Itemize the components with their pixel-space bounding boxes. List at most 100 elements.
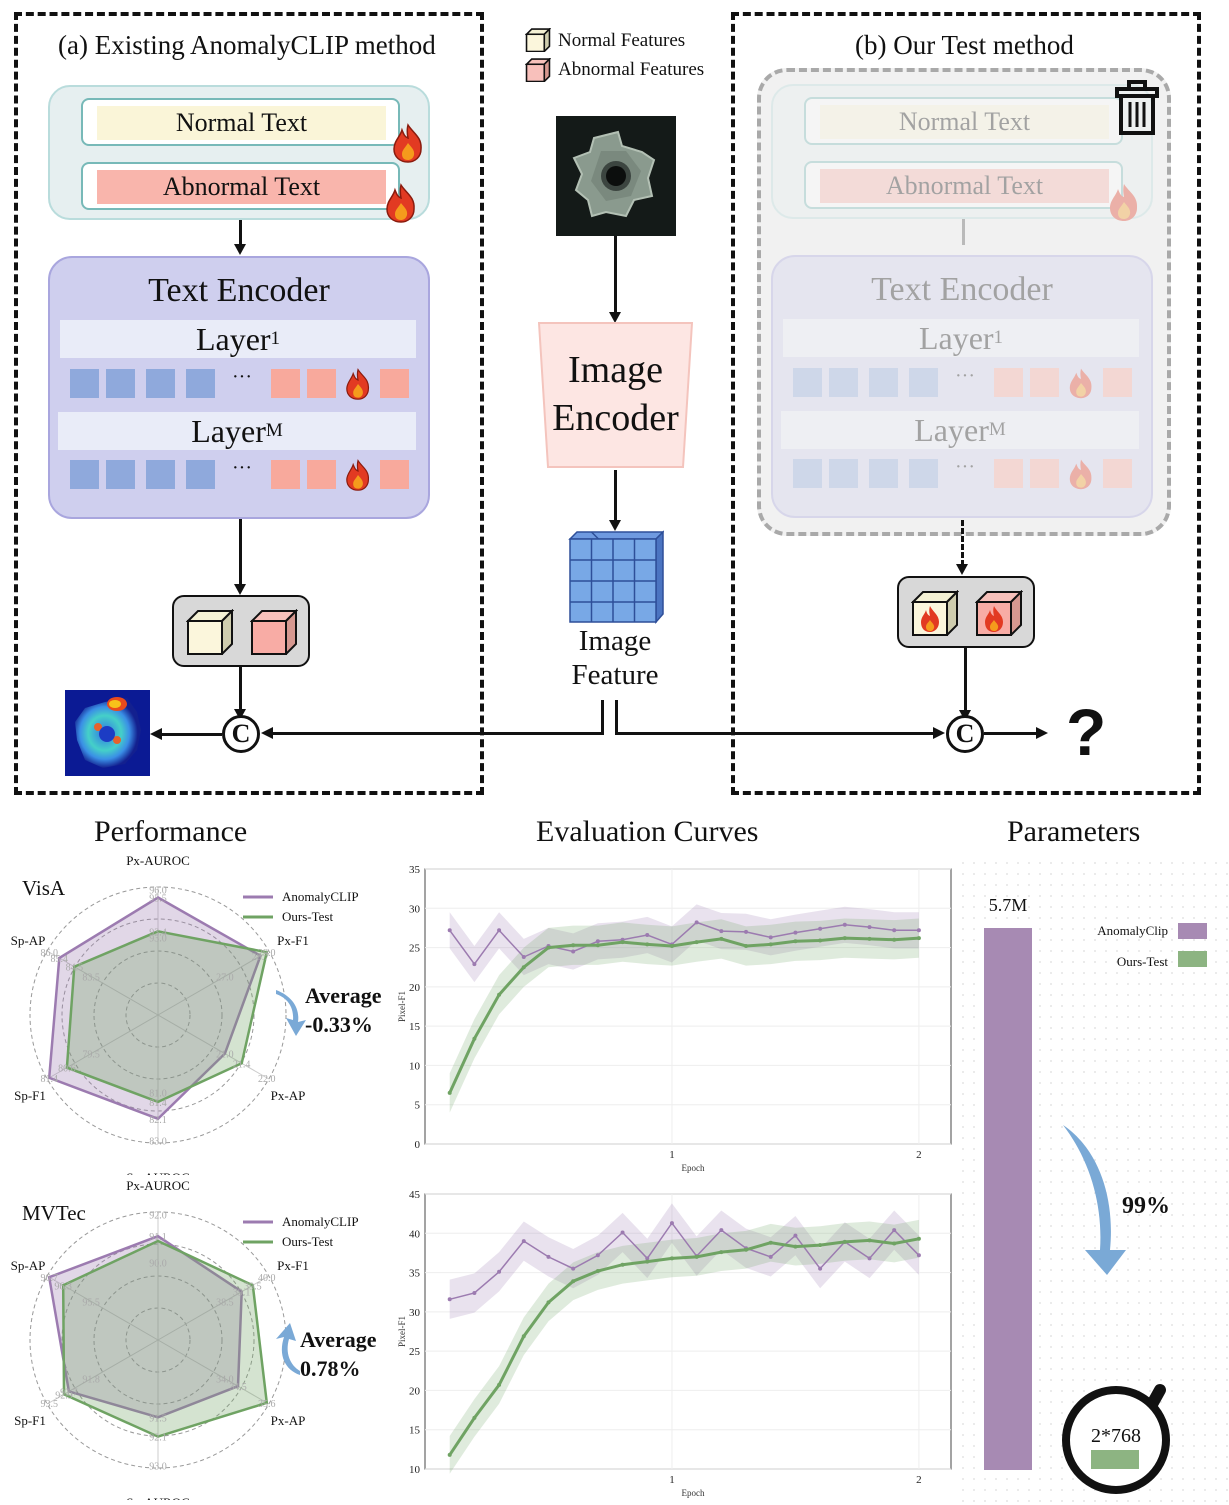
- abnormal-feature-cube-icon: [525, 58, 551, 82]
- y-tick-label: 25: [409, 943, 421, 955]
- panel-a-prompt-group: Normal Text Abnormal Text: [48, 85, 430, 223]
- data-point: [892, 937, 897, 942]
- data-point: [595, 1269, 600, 1273]
- data-point: [447, 928, 452, 933]
- data-point: [620, 1262, 625, 1267]
- fire-icon: [386, 183, 415, 223]
- performance-title: Performance: [94, 815, 248, 848]
- panel-b-frame: [731, 12, 1201, 795]
- data-point: [744, 929, 749, 934]
- legend-abnormal-features: Abnormal Features: [558, 59, 705, 80]
- y-tick-label: 35: [409, 864, 421, 876]
- data-point: [694, 940, 699, 945]
- radar-tick-label: 95.5: [149, 893, 167, 904]
- connector-line: [239, 667, 242, 713]
- radar-tick-label: 84.5: [66, 963, 84, 974]
- normal-feature-cube-icon: [525, 28, 551, 52]
- ellipsis: ···: [955, 456, 975, 478]
- radar-axis-label: Sp-AUROC: [126, 1170, 190, 1175]
- radar-tick-label: 90.0: [149, 1259, 167, 1270]
- data-point: [546, 945, 551, 950]
- token-square: [829, 368, 858, 397]
- y-tick-label: 10: [409, 1464, 421, 1476]
- normal-text-prompt: Normal Text: [804, 97, 1123, 145]
- x-tick-label: 2: [916, 1474, 922, 1486]
- connector-line: [962, 219, 965, 245]
- radar-axis-label: Sp-F1: [14, 1413, 46, 1428]
- radar-series-anomalyclip: [47, 896, 263, 1121]
- radar-tick-label: 91.8: [82, 1375, 100, 1386]
- radar-tick-label: 29.0: [258, 948, 276, 959]
- text-encoder-title: Text Encoder: [871, 271, 1053, 308]
- token-square: [70, 460, 99, 489]
- connector-line: [239, 519, 242, 585]
- parameters-title: Parameters: [1007, 815, 1141, 848]
- abnormal-feature-cube-fire-icon: [975, 590, 1023, 636]
- prompt-token-square: [994, 459, 1023, 488]
- layer-1-sub: 1: [993, 327, 1004, 348]
- data-point: [892, 1228, 897, 1233]
- abnormal-text-prompt: Abnormal Text: [804, 161, 1123, 209]
- radar-tick-label: 91.5: [149, 1413, 167, 1424]
- arrow-head: [1036, 727, 1048, 739]
- prompt-token-square: [307, 460, 336, 489]
- layer-m-label: Layer: [914, 411, 989, 448]
- radar-axis-line: [46, 950, 159, 1016]
- legend-label: AnomalyCLIP: [282, 1214, 359, 1229]
- radar-tick-label: 92.9: [55, 1390, 73, 1401]
- data-point: [842, 922, 847, 927]
- radar-dataset-title: VisA: [22, 876, 66, 900]
- y-tick-label: 10: [409, 1060, 421, 1072]
- panel-a-frame: [14, 12, 484, 795]
- fire-icon: [1069, 459, 1092, 490]
- data-point: [595, 943, 600, 948]
- y-tick-label: 40: [409, 1228, 421, 1240]
- image-feature-label-1: Image: [578, 625, 652, 657]
- data-point: [645, 933, 650, 937]
- layer-1-label: Layer: [195, 320, 271, 357]
- radar-tick-label: 92.7: [60, 1387, 78, 1398]
- fire-icon: [346, 368, 370, 400]
- connector-line: [601, 700, 604, 735]
- data-point: [719, 929, 724, 934]
- token-square: [186, 369, 215, 398]
- data-point: [571, 1266, 576, 1271]
- token-square: [793, 459, 822, 488]
- data-point: [916, 1253, 921, 1258]
- radar-chart-mvtec: 90.091.192.038.539.139.540.034.034.535.6…: [11, 1178, 377, 1500]
- bar-ours-test: [1091, 1450, 1139, 1469]
- radar-axis-line: [157, 1014, 270, 1080]
- x-tick-label: 1: [669, 1474, 675, 1486]
- prompt-token-square: [307, 369, 336, 398]
- prompt-token-square: [1103, 368, 1132, 397]
- layer-1-sub: 1: [270, 328, 281, 349]
- legend-label: AnomalyCLIP: [282, 889, 359, 904]
- data-point: [595, 939, 600, 944]
- data-point: [768, 1254, 773, 1259]
- y-axis-label: Pixel-F1: [397, 1316, 407, 1347]
- radar-axis-label: Px-F1: [277, 933, 309, 948]
- radar-axis-label: Sp-F1: [14, 1088, 46, 1103]
- radar-axis-label: Sp-AUROC: [126, 1495, 190, 1500]
- data-point: [768, 935, 773, 940]
- radar-tick-label: 80.6: [58, 1064, 76, 1075]
- radar-series-anomalyclip: [47, 1234, 243, 1419]
- radar-series-ours-test: [61, 1239, 269, 1438]
- data-point: [719, 1228, 724, 1233]
- legend-label: Ours-Test: [1117, 954, 1168, 969]
- legend-normal-features: Normal Features: [558, 30, 686, 51]
- data-point: [818, 926, 823, 931]
- data-point: [546, 1300, 551, 1305]
- token-square: [869, 368, 898, 397]
- arrow-head: [234, 709, 246, 720]
- data-point: [571, 1279, 576, 1284]
- radar-tick-label: 95.5: [82, 1297, 100, 1308]
- y-tick-label: 45: [409, 1189, 421, 1201]
- image-encoder-block: [538, 322, 693, 468]
- bar-value-label: 5.7M: [989, 895, 1028, 915]
- radar-axis-line: [157, 1339, 270, 1405]
- panel-a-title: (a) Existing AnomalyCLIP method: [58, 30, 436, 60]
- abnormal-text-label: Abnormal Text: [820, 169, 1109, 203]
- normal-text-label: Normal Text: [97, 106, 386, 140]
